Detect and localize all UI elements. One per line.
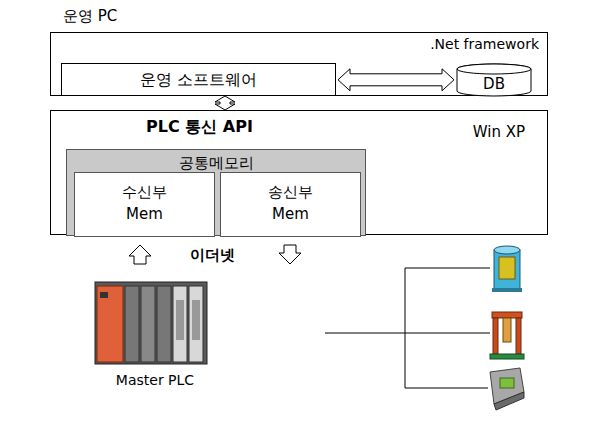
memory-box: 공통메모리수신부 Mem 송신부 Mem (66, 149, 366, 236)
db-label: DB (456, 75, 532, 93)
bus-wire (405, 268, 406, 388)
api-heading: PLC 통신 API (146, 117, 253, 136)
gantry-beam (492, 312, 522, 318)
device-icon (490, 312, 524, 359)
buffer-label: 송신부 (221, 183, 360, 201)
plc-module (173, 286, 187, 362)
group-heading: 운영 PC (63, 7, 117, 25)
network-label: 이더넷 (190, 246, 235, 264)
bus-wire (325, 333, 405, 334)
database-cylinder: DB (456, 63, 532, 97)
device-icon (492, 246, 522, 292)
buffer-box: 수신부 Mem (74, 172, 215, 237)
plc-module (141, 286, 155, 362)
block-arrow (279, 245, 301, 264)
plc-module (189, 286, 203, 362)
bus-wire (405, 268, 490, 269)
plc-node: Master PLC (85, 272, 305, 390)
gantry-leg (493, 318, 498, 354)
plc-led (100, 292, 108, 298)
bus-wire (405, 333, 490, 334)
cylinder-body (457, 64, 531, 96)
plc-power-module (97, 286, 123, 362)
plc-connector (176, 300, 184, 340)
plc-module (125, 286, 139, 362)
cylinder-top (457, 64, 531, 74)
bus-wires (325, 268, 490, 388)
block-arrow (215, 96, 235, 110)
bus-wire (405, 388, 488, 389)
device-body (494, 250, 520, 290)
plc-illustration (95, 282, 207, 364)
device-panel (500, 378, 514, 388)
plc-rack (95, 282, 207, 364)
buffer-sublabel: Mem (221, 205, 360, 223)
plc-label: Master PLC (85, 372, 225, 389)
os-label: Win XP (473, 123, 525, 141)
buffer-box: 송신부 Mem (220, 172, 361, 237)
buffer-label: 수신부 (75, 183, 214, 201)
plc-connector (192, 300, 200, 340)
block-arrow (338, 69, 454, 91)
box-label: 운영 소프트웨어 (62, 70, 335, 89)
process-box: 운영 소프트웨어 (61, 63, 336, 96)
framework-label: .Net framework (430, 36, 539, 53)
pc-os-layer: PLC 통신 API Win XP 공통메모리수신부 Mem 송신부 Mem (50, 110, 548, 235)
gantry-arm (503, 318, 511, 342)
device-base (492, 288, 522, 292)
pc-app-layer: 운영 PC.Net framework운영 소프트웨어DB (50, 32, 548, 96)
device-side (494, 392, 524, 410)
gantry-leg (516, 318, 521, 354)
device-top (494, 246, 520, 254)
device-window (499, 257, 515, 279)
buffer-sublabel: Mem (75, 205, 214, 223)
gantry-base (490, 354, 524, 359)
plc-module (157, 286, 171, 362)
device-icon (490, 368, 524, 410)
block-arrow (129, 245, 151, 264)
memory-heading: 공통메모리 (67, 154, 365, 172)
